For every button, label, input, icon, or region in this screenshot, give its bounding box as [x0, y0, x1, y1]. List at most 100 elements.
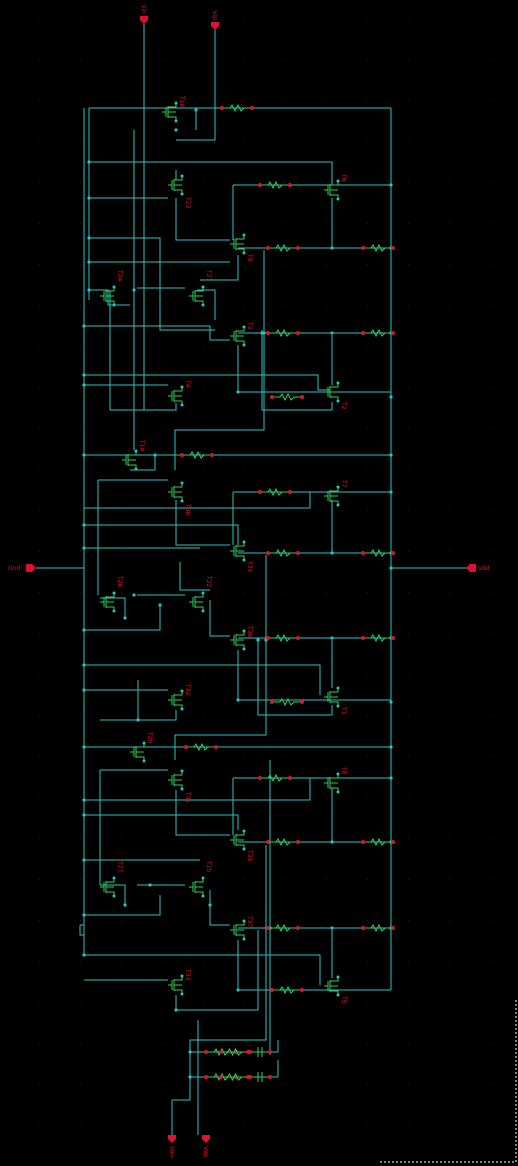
port-gnd[interactable]: Gnd: [8, 564, 36, 572]
nmos-icon: [230, 327, 245, 345]
resistor-icon[interactable]: [258, 487, 292, 497]
transistor-t27[interactable]: T27: [100, 860, 123, 898]
source-node: [180, 707, 184, 711]
port-vin-label: Vin: [140, 5, 147, 15]
nmos-icon: [189, 878, 204, 896]
resistor-icon[interactable]: [361, 837, 395, 847]
transistor-t24[interactable]: T24: [100, 269, 123, 307]
transistor-t1[interactable]: T1: [324, 686, 347, 715]
port-vdd[interactable]: Vdd: [466, 564, 490, 572]
resistor-icon[interactable]: [270, 392, 304, 402]
resistor-icon[interactable]: [266, 328, 300, 338]
drain-node: [336, 772, 340, 776]
transistor-label: T21: [205, 269, 212, 281]
resistor-icon[interactable]: [184, 742, 218, 752]
port-gnd-label: Gnd: [8, 565, 20, 572]
resistor-icon[interactable]: [361, 328, 395, 338]
nmos-icon: [230, 831, 245, 849]
transistor-label: T24: [116, 269, 123, 281]
resistor-icon[interactable]: [220, 103, 254, 113]
transistor-t8[interactable]: T8: [324, 766, 347, 794]
transistor-t28[interactable]: T28: [100, 575, 123, 613]
resistor-icon[interactable]: [361, 243, 395, 253]
resistor-icon[interactable]: [266, 837, 300, 847]
source-node: [174, 119, 178, 123]
source-node: [142, 759, 146, 763]
transistor-t25[interactable]: T25: [189, 860, 212, 898]
transistor-t23[interactable]: T23: [168, 174, 191, 209]
resistor-icon[interactable]: [270, 985, 304, 995]
drain-node: [142, 741, 146, 745]
source-node: [242, 251, 246, 255]
resistor-icon[interactable]: [361, 548, 395, 558]
resistor-icon[interactable]: [266, 243, 300, 253]
transistor-label: T1: [340, 706, 347, 715]
source-node: [201, 303, 205, 307]
resistors[interactable]: [180, 103, 395, 1082]
transistor-t22[interactable]: T22: [189, 575, 212, 613]
drain-node: [180, 974, 184, 978]
transistor-t37[interactable]: T37: [230, 915, 253, 941]
transistor-label: T2: [340, 401, 347, 410]
transistor-label: T30: [184, 503, 191, 515]
transistor-t30[interactable]: T30: [168, 481, 191, 516]
capacitors[interactable]: [248, 1047, 272, 1082]
transistor-t3[interactable]: T3: [230, 321, 253, 347]
transistor-t32[interactable]: T32: [168, 683, 191, 711]
pin-icon: [202, 1135, 210, 1143]
resistor-icon[interactable]: [266, 633, 300, 643]
drain-node: [134, 449, 138, 453]
resistor-icon[interactable]: [361, 633, 395, 643]
resistor-icon[interactable]: [258, 180, 292, 190]
transistor-label: T33: [184, 968, 191, 980]
pin-icon: [140, 16, 148, 24]
capacitor-icon[interactable]: [248, 1047, 272, 1057]
source-node: [336, 790, 340, 794]
nmos-icon: [230, 542, 245, 560]
transistor-t18[interactable]: T18: [162, 95, 185, 123]
transistor-t5[interactable]: T5: [324, 975, 347, 1004]
transistor-t35[interactable]: T35: [230, 829, 253, 862]
transistor-t7[interactable]: T7: [324, 479, 347, 507]
resistor-icon[interactable]: [180, 450, 214, 460]
nmos-icon: [168, 176, 183, 194]
nmos-icon: [230, 631, 245, 649]
resistor-icon[interactable]: [266, 548, 300, 558]
capacitor-icon[interactable]: [248, 1072, 272, 1082]
nmos-icon: [324, 383, 339, 401]
transistor-t19[interactable]: T19: [122, 439, 145, 471]
drain-node: [201, 591, 205, 595]
transistor-t4[interactable]: T4: [168, 379, 191, 407]
nmos-icon: [168, 483, 183, 501]
source-node: [242, 647, 246, 651]
transistor-t34[interactable]: T34: [230, 540, 253, 573]
transistor-t2[interactable]: T2: [324, 381, 347, 410]
resistor-icon[interactable]: [270, 697, 304, 707]
transistor-label: T20: [146, 731, 153, 743]
resistor-icon[interactable]: [258, 773, 292, 783]
transistor-t6[interactable]: T6: [324, 173, 347, 201]
source-node: [112, 609, 116, 613]
transistor-t21[interactable]: T21: [189, 269, 212, 307]
resistor-icon[interactable]: [266, 923, 300, 933]
port-von[interactable]: Von: [168, 1135, 176, 1157]
transistor-t36[interactable]: T36: [230, 625, 253, 651]
transistor-t20[interactable]: T20: [130, 731, 153, 763]
port-vop[interactable]: Vop: [202, 1135, 210, 1157]
drain-node: [112, 876, 116, 880]
resistor-icon[interactable]: [361, 923, 395, 933]
source-node: [134, 467, 138, 471]
drain-node: [336, 975, 340, 979]
transistor-t33[interactable]: T33: [168, 968, 191, 996]
port-vip-label: Vip: [211, 11, 218, 21]
drain-node: [112, 591, 116, 595]
transistor-t31[interactable]: T31: [168, 769, 191, 804]
nmos-icon: [324, 688, 339, 706]
transistor-t9[interactable]: T9: [230, 233, 253, 262]
port-vin[interactable]: Vin: [140, 5, 148, 24]
port-vip[interactable]: Vip: [211, 11, 219, 30]
transistor-label: T5: [340, 995, 347, 1004]
